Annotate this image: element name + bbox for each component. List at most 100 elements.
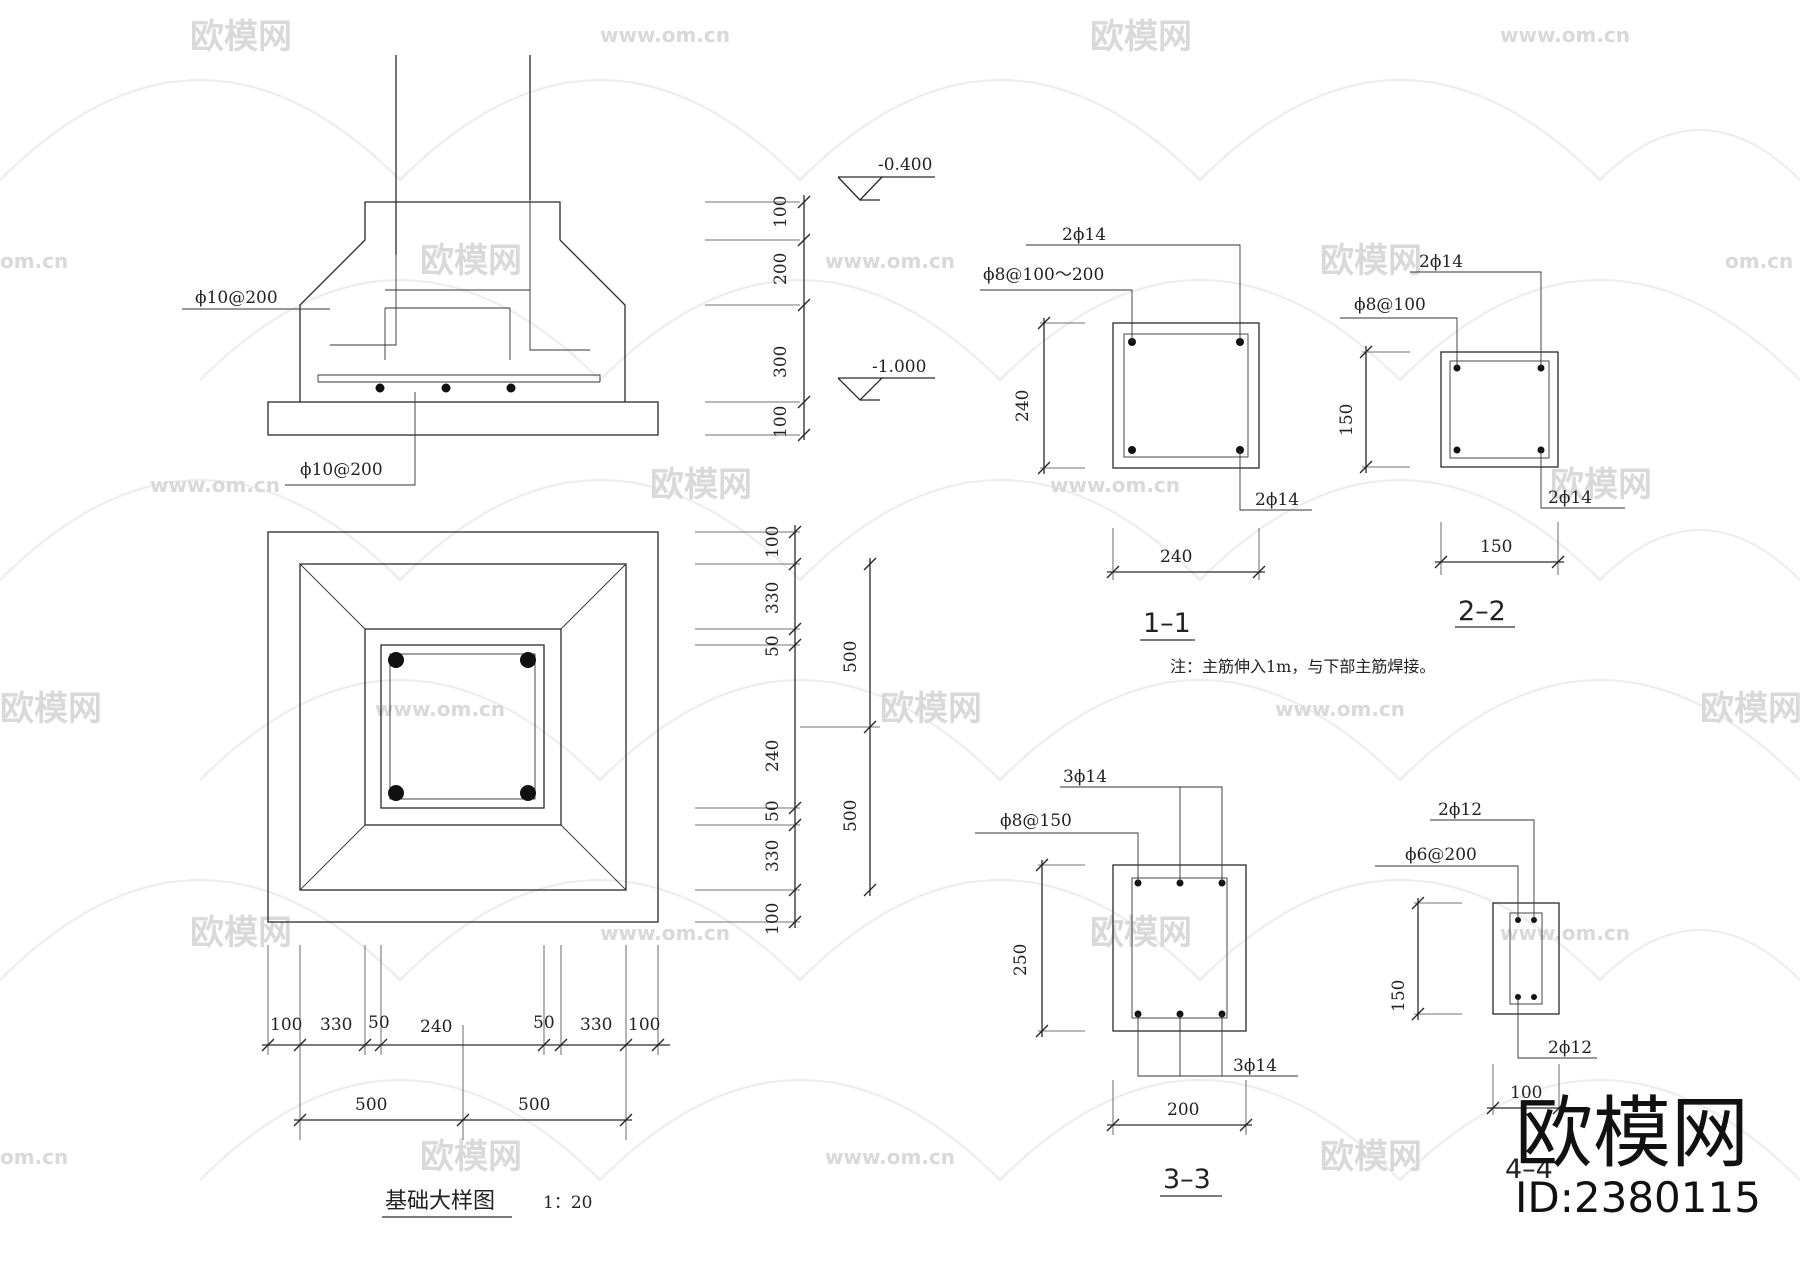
watermark-layer: 欧模网 欧模网 欧模网 欧模网 欧模网 欧模网 欧模网 欧模网 欧模网 欧模网 … xyxy=(0,17,1800,1182)
watermark-url: www.om.cn xyxy=(600,23,730,47)
dimension-label: 330 xyxy=(763,840,783,872)
watermark-url: www.om.cn xyxy=(1500,23,1630,47)
dimension-label: 330 xyxy=(580,1015,612,1035)
brand-logo-text: 欧模网 xyxy=(1515,1089,1749,1179)
section-2-height: 150 xyxy=(1337,404,1357,436)
section-1-top-bar: 2ϕ14 xyxy=(1062,225,1106,245)
watermark-text: 欧模网 xyxy=(190,17,292,57)
section-1-bottom-bar: 2ϕ14 xyxy=(1255,490,1299,510)
rebar-dot xyxy=(375,383,385,393)
dimension-label: 100 xyxy=(771,196,791,228)
section-1-height: 240 xyxy=(1013,390,1033,422)
watermark-text: 欧模网 xyxy=(880,689,982,729)
watermark-text: 欧模网 xyxy=(1700,689,1800,729)
watermark-url: www.om.cn xyxy=(1050,473,1180,497)
rebar-dot xyxy=(1453,446,1461,454)
brand-watermark: 欧模网 ID:2380115 xyxy=(1515,1089,1761,1222)
watermark-url: www.om.cn xyxy=(600,921,730,945)
dimension-label: 240 xyxy=(420,1017,452,1037)
dimension-label: 500 xyxy=(841,641,861,673)
rebar-dot xyxy=(1531,994,1537,1000)
section-3-3: 3ϕ14 ϕ8@150 3ϕ14 250 200 3–3 xyxy=(975,767,1298,1197)
construction-note: 注：主筋伸入1m，与下部主筋焊接。 xyxy=(1170,657,1435,676)
rebar-dot xyxy=(1128,446,1136,454)
dimension-label: 330 xyxy=(320,1015,352,1035)
bar-label: ϕ10@200 xyxy=(300,460,383,480)
section-4-stirrup: ϕ6@200 xyxy=(1405,845,1477,865)
section-2-top-bar: 2ϕ14 xyxy=(1419,252,1463,272)
watermark-url: www.om.cn xyxy=(1275,697,1405,721)
rebar-dot xyxy=(506,383,516,393)
watermark-url: www.om.cn xyxy=(150,473,280,497)
section-4-4: 2ϕ12 ϕ6@200 2ϕ12 150 100 4–4 xyxy=(1375,800,1597,1185)
dimension-label: 300 xyxy=(771,346,791,378)
dimension-label: 100 xyxy=(270,1015,302,1035)
watermark-url: om.cn xyxy=(0,249,68,273)
watermark-text: 欧模网 xyxy=(650,465,752,505)
watermark-text: 欧模网 xyxy=(420,1137,522,1177)
dimension-label: 200 xyxy=(771,253,791,285)
section-1-stirrup: ϕ8@100～200 xyxy=(983,265,1104,285)
dimension-label: 50 xyxy=(763,800,783,822)
dimension-label: 240 xyxy=(763,740,783,772)
dimension-label: 50 xyxy=(533,1013,555,1033)
section-2-stirrup: ϕ8@100 xyxy=(1354,295,1426,315)
section-4-label: 4–4 xyxy=(1505,1154,1553,1185)
section-2-bottom-bar: 2ϕ14 xyxy=(1548,488,1592,508)
section-2-2: 2ϕ14 ϕ8@100 2ϕ14 150 150 2–2 xyxy=(1337,252,1625,628)
dimension-label: 100 xyxy=(763,903,783,935)
section-1-1: 2ϕ14 ϕ8@100～200 2ϕ14 240 240 1–1 xyxy=(980,225,1312,641)
dimension-label: 330 xyxy=(763,582,783,614)
dimension-label: 500 xyxy=(518,1095,550,1115)
watermark-url: www.om.cn xyxy=(825,1145,955,1169)
dimension-label: 500 xyxy=(355,1095,387,1115)
dimension-label: 100 xyxy=(771,406,791,438)
dimension-label: 500 xyxy=(841,800,861,832)
section-4-bottom-bar: 2ϕ12 xyxy=(1548,1038,1592,1058)
section-3-stirrup: ϕ8@150 xyxy=(1000,811,1072,831)
section-1-width: 240 xyxy=(1160,547,1192,567)
foundation-elevation: ϕ10@200 ϕ10@200 100 200 300 100 -0.400 -… xyxy=(182,55,935,486)
rebar-dot xyxy=(388,785,404,801)
section-3-label: 3–3 xyxy=(1163,1164,1211,1195)
watermark-text: 欧模网 xyxy=(420,241,522,281)
brand-id: ID:2380115 xyxy=(1515,1173,1761,1222)
dimension-label: 100 xyxy=(628,1015,660,1035)
section-4-width: 100 xyxy=(1510,1083,1542,1103)
level-bottom: -1.000 xyxy=(872,357,926,377)
section-1-label: 1–1 xyxy=(1143,608,1191,639)
watermark-text: 欧模网 xyxy=(1320,1137,1422,1177)
watermark-url: om.cn xyxy=(1725,249,1793,273)
watermark-text: 欧模网 xyxy=(1320,241,1422,281)
watermark-url: www.om.cn xyxy=(1500,921,1630,945)
dimension-label: 100 xyxy=(763,526,783,558)
watermark-text: 欧模网 xyxy=(1090,913,1192,953)
section-3-width: 200 xyxy=(1167,1100,1199,1120)
section-4-height: 150 xyxy=(1389,980,1409,1012)
section-3-top-bar: 3ϕ14 xyxy=(1063,767,1107,787)
plan-scale: 1：20 xyxy=(543,1193,592,1213)
section-2-width: 150 xyxy=(1480,537,1512,557)
section-3-bottom-bar: 3ϕ14 xyxy=(1233,1056,1277,1076)
rebar-dot xyxy=(441,383,451,393)
watermark-text: 欧模网 xyxy=(1550,465,1652,505)
watermark-url: www.om.cn xyxy=(375,697,505,721)
plan-title: 基础大样图 xyxy=(385,1189,495,1214)
watermark-url: www.om.cn xyxy=(825,249,955,273)
foundation-plan: 100 330 50 240 50 330 100 500 500 xyxy=(261,525,880,1218)
rebar-dot xyxy=(520,652,536,668)
bar-label: ϕ10@200 xyxy=(195,288,278,308)
level-top: -0.400 xyxy=(878,155,932,175)
watermark-text: 欧模网 xyxy=(1090,17,1192,57)
rebar-dot xyxy=(388,652,404,668)
watermark-url: om.cn xyxy=(0,1145,68,1169)
section-3-height: 250 xyxy=(1011,944,1031,976)
section-2-label: 2–2 xyxy=(1458,596,1506,627)
watermark-text: 欧模网 xyxy=(0,689,102,729)
watermark-text: 欧模网 xyxy=(190,913,292,953)
rebar-dot xyxy=(520,785,536,801)
section-4-top-bar: 2ϕ12 xyxy=(1438,800,1482,820)
dimension-label: 50 xyxy=(368,1013,390,1033)
dimension-label: 50 xyxy=(763,635,783,657)
